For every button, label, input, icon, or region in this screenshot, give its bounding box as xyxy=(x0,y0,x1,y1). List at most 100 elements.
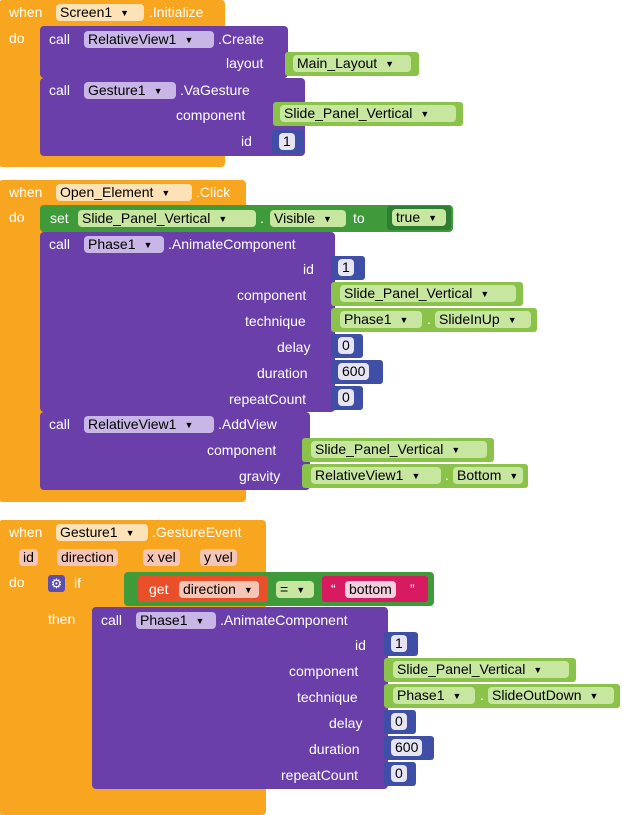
component-dropdown-slide-panel-vertical[interactable]: Slide_Panel_Vertical▼ xyxy=(280,105,456,122)
chevron-down-icon: ▼ xyxy=(385,59,395,69)
method-name: .Create xyxy=(218,31,264,47)
component-socket-slide-panel[interactable]: Slide_Panel_Vertical▼ xyxy=(384,658,576,682)
to-label: to xyxy=(353,210,365,226)
chevron-down-icon: ▼ xyxy=(161,188,171,198)
operator-dropdown-equals[interactable]: =▼ xyxy=(276,581,314,598)
component-dropdown-main-layout[interactable]: Main_Layout▼ xyxy=(293,55,411,72)
call-block-gesture-vagesture[interactable]: call Gesture1▼ .VaGesture component id xyxy=(40,78,305,156)
dropdown-value: Screen1 xyxy=(60,4,113,20)
number-socket-id[interactable]: 1 xyxy=(384,632,418,656)
number-socket-id[interactable]: 1 xyxy=(272,130,304,154)
then-label: then xyxy=(48,611,76,627)
component-socket-slide-panel[interactable]: Slide_Panel_Vertical▼ xyxy=(273,102,463,126)
set-block-visible[interactable]: set Slide_Panel_Vertical▼ . Visible▼ to xyxy=(40,205,453,232)
quote-open: “ xyxy=(331,581,336,597)
number-socket-duration[interactable]: 600 xyxy=(384,736,434,760)
number-socket-delay[interactable]: 0 xyxy=(384,710,416,734)
component-dropdown-gesture1[interactable]: Gesture1▼ xyxy=(84,82,176,99)
call-label: call xyxy=(49,31,71,47)
param-label-id: id xyxy=(355,637,366,653)
component-socket-main-layout[interactable]: Main_Layout▼ xyxy=(285,52,419,76)
param-label-id: id xyxy=(241,133,252,149)
dot-label: . xyxy=(445,467,449,483)
component-dropdown-phase1[interactable]: Phase1▼ xyxy=(136,612,216,629)
boolean-socket[interactable]: true▼ xyxy=(387,206,451,230)
call-block-phase1-animate-component[interactable]: call Phase1▼ .AnimateComponent id compon… xyxy=(40,232,335,412)
number-socket-id[interactable]: 1 xyxy=(331,256,365,280)
call-label: call xyxy=(49,82,71,98)
dot-label: . xyxy=(260,210,264,226)
chevron-down-icon: ▼ xyxy=(243,585,253,595)
technique-socket[interactable]: Phase1▼ . SlideInUp▼ xyxy=(331,308,537,332)
technique-dropdown-slideinup[interactable]: SlideInUp▼ xyxy=(435,311,531,328)
component-dropdown-phase1[interactable]: Phase1▼ xyxy=(340,311,422,328)
property-dropdown-visible[interactable]: Visible▼ xyxy=(270,210,346,227)
chevron-down-icon: ▼ xyxy=(143,240,153,250)
call-label: call xyxy=(101,612,123,628)
call-block-relativeview-addview[interactable]: call RelativeView1▼ .AddView component g… xyxy=(40,412,310,490)
param-label-component: component xyxy=(237,287,307,303)
param-label-component: component xyxy=(207,442,277,458)
call-block-phase1-animate-component[interactable]: call Phase1▼ .AnimateComponent id compon… xyxy=(92,607,388,789)
dot-label: . xyxy=(480,687,484,703)
component-dropdown-phase1[interactable]: Phase1▼ xyxy=(393,687,475,704)
gravity-socket[interactable]: RelativeView1▼ . Bottom▼ xyxy=(302,464,528,488)
text-block-bottom[interactable]: “ bottom ” xyxy=(322,576,428,602)
chevron-down-icon: ▼ xyxy=(184,35,194,45)
component-dropdown-slide-panel-vertical[interactable]: Slide_Panel_Vertical▼ xyxy=(393,661,569,678)
chevron-down-icon: ▼ xyxy=(153,86,163,96)
component-dropdown-open-element[interactable]: Open_Element▼ xyxy=(56,184,192,201)
event-param-y-vel[interactable]: y vel xyxy=(200,549,237,566)
get-label: get xyxy=(149,581,169,597)
event-param-direction[interactable]: direction xyxy=(57,549,118,566)
component-dropdown-relativeview1[interactable]: RelativeView1▼ xyxy=(84,31,214,48)
technique-socket[interactable]: Phase1▼ . SlideOutDown▼ xyxy=(384,684,620,708)
number-value[interactable]: 1 xyxy=(279,133,295,150)
component-dropdown-gesture1[interactable]: Gesture1▼ xyxy=(56,524,148,541)
chevron-down-icon: ▼ xyxy=(411,471,421,481)
component-dropdown-slide-panel-vertical[interactable]: Slide_Panel_Vertical▼ xyxy=(340,285,516,302)
when-label: when xyxy=(9,184,43,200)
component-dropdown-relativeview1[interactable]: RelativeView1▼ xyxy=(311,467,441,484)
param-label-technique: technique xyxy=(297,689,358,705)
component-dropdown-slide-panel-vertical[interactable]: Slide_Panel_Vertical▼ xyxy=(311,441,487,458)
event-param-x-vel[interactable]: x vel xyxy=(143,549,180,566)
component-socket-slide-panel[interactable]: Slide_Panel_Vertical▼ xyxy=(331,282,523,306)
call-label: call xyxy=(49,236,71,252)
call-block-relativeview-create[interactable]: call RelativeView1▼ .Create layout xyxy=(40,26,288,78)
getter-block-direction[interactable]: get direction▼ xyxy=(138,576,268,602)
chevron-down-icon: ▼ xyxy=(195,616,205,626)
number-socket-repeatcount[interactable]: 0 xyxy=(331,386,363,410)
chevron-down-icon: ▼ xyxy=(533,665,543,675)
component-dropdown-screen1[interactable]: Screen1▼ xyxy=(56,4,144,21)
event-name: .GestureEvent xyxy=(152,524,242,540)
variable-dropdown-direction[interactable]: direction▼ xyxy=(179,581,259,598)
component-dropdown-slide-panel-vertical[interactable]: Slide_Panel_Vertical▼ xyxy=(78,210,256,227)
component-dropdown-relativeview1[interactable]: RelativeView1▼ xyxy=(84,416,214,433)
param-label-gravity: gravity xyxy=(239,468,281,484)
when-label: when xyxy=(9,4,43,20)
number-socket-delay[interactable]: 0 xyxy=(331,334,363,358)
event-name: .Click xyxy=(196,184,231,200)
technique-dropdown-slideoutdown[interactable]: SlideOutDown▼ xyxy=(488,687,614,704)
chevron-down-icon: ▼ xyxy=(509,471,519,481)
component-dropdown-phase1[interactable]: Phase1▼ xyxy=(84,236,164,253)
gravity-dropdown-bottom[interactable]: Bottom▼ xyxy=(453,467,523,484)
component-socket-slide-panel[interactable]: Slide_Panel_Vertical▼ xyxy=(302,438,494,462)
quote-close: ” xyxy=(410,581,415,597)
call-label: call xyxy=(49,416,71,432)
compare-block[interactable]: get direction▼ =▼ “ bottom ” xyxy=(124,572,434,606)
param-label-component: component xyxy=(176,107,246,123)
if-label: if xyxy=(74,575,81,591)
method-name: .VaGesture xyxy=(180,82,250,98)
gear-icon[interactable]: ⚙ xyxy=(48,575,65,592)
text-value[interactable]: bottom xyxy=(345,581,396,598)
param-label-component: component xyxy=(289,663,359,679)
number-socket-duration[interactable]: 600 xyxy=(331,360,383,384)
event-param-id[interactable]: id xyxy=(19,549,38,566)
boolean-dropdown-true[interactable]: true▼ xyxy=(392,209,446,226)
method-name: .AddView xyxy=(218,416,277,432)
number-socket-repeatcount[interactable]: 0 xyxy=(384,762,416,786)
param-label-technique: technique xyxy=(245,313,306,329)
chevron-down-icon: ▼ xyxy=(125,528,135,538)
